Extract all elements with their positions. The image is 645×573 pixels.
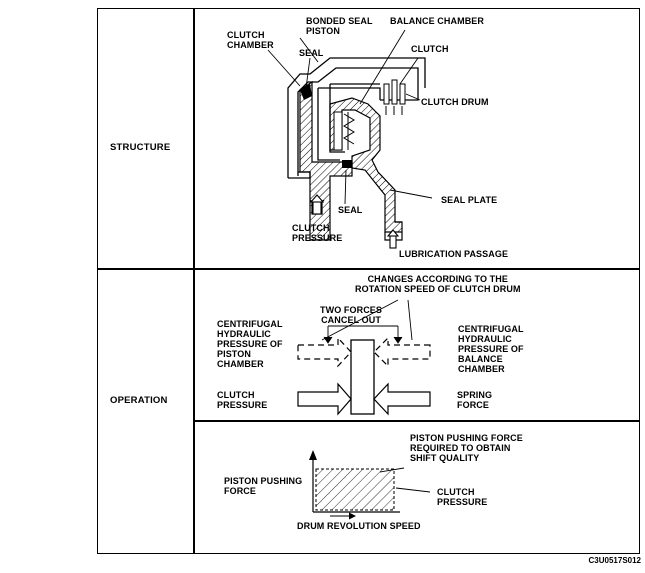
label-pushing-force-note: PISTON PUSHING FORCE REQUIRED TO OBTAIN …: [410, 433, 523, 463]
centrifugal-piston-arrow: [297, 336, 352, 368]
label-y-axis: PISTON PUSHING FORCE: [224, 476, 303, 496]
label-clutch-pressure-structure: CLUTCH PRESSURE: [292, 223, 343, 243]
spring-force-arrow: [373, 382, 431, 416]
label-clutch-pressure-graph: CLUTCH PRESSURE: [437, 487, 488, 507]
piston-block: [350, 339, 375, 415]
label-clutch: CLUTCH: [411, 44, 449, 54]
label-spring-force: SPRING FORCE: [457, 390, 493, 410]
label-clutch-pressure-operation: CLUTCH PRESSURE: [217, 390, 268, 410]
clutch-pressure-force-arrow: [297, 382, 352, 416]
table-frame: [97, 8, 640, 554]
operation-leaders: [321, 299, 413, 344]
return-spring: [333, 111, 355, 151]
required-force-band: [315, 468, 395, 511]
label-seal-plate: SEAL PLATE: [441, 195, 498, 205]
label-centrifugal-balance: CENTRIFUGAL HYDRAULIC PRESSURE OF BALANC…: [458, 324, 524, 374]
label-two-forces: TWO FORCES CANCEL OUT: [320, 305, 382, 325]
pushing-force-graph: [309, 450, 431, 520]
structure-leaders: [267, 29, 433, 205]
label-clutch-drum: CLUTCH DRUM: [421, 97, 489, 107]
label-seal-bottom: SEAL: [338, 205, 363, 215]
centrifugal-balance-arrow: [373, 336, 431, 368]
row-label-operation: OPERATION: [110, 395, 168, 406]
row-divider-operation-graph: [193, 420, 640, 422]
label-changes-note: CHANGES ACCORDING TO THE ROTATION SPEED …: [355, 274, 521, 294]
seal-bottom-shape: [342, 160, 352, 168]
label-clutch-chamber: CLUTCH CHAMBER: [227, 30, 274, 50]
label-seal-top: SEAL: [299, 48, 324, 58]
seal-top-shape: [300, 84, 312, 100]
column-divider: [193, 8, 195, 554]
label-lubrication-passage: LUBRICATION PASSAGE: [399, 249, 509, 259]
figure-code: C3U0517S012: [588, 556, 641, 565]
row-label-structure: STRUCTURE: [110, 142, 171, 153]
label-centrifugal-piston: CENTRIFUGAL HYDRAULIC PRESSURE OF PISTON…: [217, 319, 283, 369]
label-balance-chamber: BALANCE CHAMBER: [390, 16, 484, 26]
label-bonded-seal-piston: BONDED SEAL PISTON: [306, 16, 373, 36]
row-divider-structure-operation: [97, 268, 640, 270]
clutch-plates: [383, 79, 406, 115]
label-x-axis: DRUM REVOLUTION SPEED: [297, 521, 421, 531]
